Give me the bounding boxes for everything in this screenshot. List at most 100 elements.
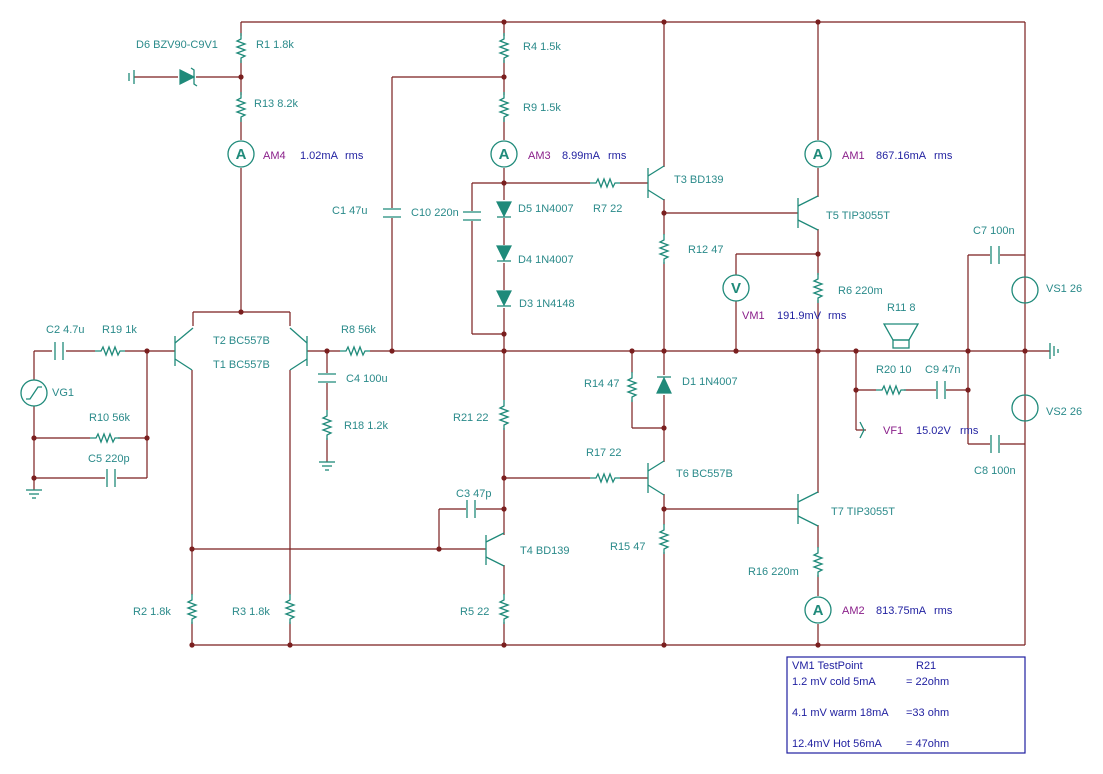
note-header-left: VM1 TestPoint (792, 660, 863, 672)
resistor-r4 (499, 32, 509, 64)
label-am3: AM3 (528, 150, 551, 162)
resistor-r3 (285, 593, 295, 625)
ground-symbol (1049, 343, 1059, 359)
resistor-r1 (236, 32, 246, 64)
signal-generator-vg1 (20, 379, 48, 407)
resistor-r14 (627, 371, 637, 403)
svg-text:A: A (236, 146, 247, 163)
resistor-r17 (589, 473, 621, 483)
label-vm1: VM1 (742, 310, 765, 322)
label-r16: R16 220m (748, 566, 799, 578)
label-vf1: VF1 (883, 425, 903, 437)
value-vf1: 15.02V (916, 425, 952, 437)
diode-d4 (496, 245, 512, 262)
unit-am3: rms (608, 150, 627, 162)
note-row-right: =33 ohm (906, 707, 949, 719)
transistors (174, 165, 819, 567)
capacitor-c8 (990, 435, 1000, 453)
ground-symbol (26, 489, 42, 499)
meters: A A A A V (227, 140, 832, 624)
label-t3: T3 BD139 (674, 174, 724, 186)
supply-vs2 (1011, 394, 1039, 422)
svg-text:A: A (813, 146, 824, 163)
transistor-t6 (647, 460, 665, 496)
resistor-r8 (339, 346, 371, 356)
resistor-r15 (659, 523, 669, 555)
component-labels: D6 BZV90-C9V1 R1 1.8k R13 8.2k AM4 1.02m… (46, 39, 1082, 618)
capacitor-c5 (106, 469, 116, 487)
label-t7: T7 TIP3055T (831, 506, 895, 518)
unit-am4: rms (345, 150, 364, 162)
ammeter-am1: A (804, 140, 832, 168)
label-r17: R17 22 (586, 447, 621, 459)
speaker-r11 (882, 323, 920, 349)
label-c10: C10 220n (411, 207, 459, 219)
capacitor-c10 (463, 211, 481, 221)
label-t1: T1 BC557B (213, 359, 270, 371)
label-vg1: VG1 (52, 387, 74, 399)
value-am1: 867.16mA (876, 150, 927, 162)
transistor-t1 (174, 327, 194, 371)
label-t6: T6 BC557B (676, 468, 733, 480)
resistor-r6 (813, 272, 823, 304)
junctions (31, 19, 1028, 648)
svg-text:V: V (731, 280, 741, 297)
note-table: VM1 TestPoint R21 1.2 mV cold 5mA = 22oh… (786, 656, 1026, 754)
label-c9: C9 47n (925, 364, 960, 376)
label-d6: D6 BZV90-C9V1 (136, 39, 218, 51)
resistor-r18 (322, 409, 332, 441)
resistor-r10 (89, 433, 121, 443)
label-r19: R19 1k (102, 324, 137, 336)
label-c3: C3 47p (456, 488, 491, 500)
label-r6: R6 220m (838, 285, 883, 297)
unit-vf1: rms (960, 425, 979, 437)
value-am2: 813.75mA (876, 605, 927, 617)
resistor-r12 (659, 233, 669, 265)
label-r13: R13 8.2k (254, 98, 299, 110)
label-r2: R2 1.8k (133, 606, 171, 618)
label-c7: C7 100n (973, 225, 1015, 237)
diode-d3 (496, 290, 512, 307)
label-r21: R21 22 (453, 412, 488, 424)
label-r18: R18 1.2k (344, 420, 389, 432)
note-row-left: 12.4mV Hot 56mA (792, 738, 883, 750)
diode-d1 (656, 376, 672, 394)
note-row-right: = 47ohm (906, 738, 949, 750)
value-am4: 1.02mA (300, 150, 339, 162)
note-header-right: R21 (916, 660, 936, 672)
label-r7: R7 22 (593, 203, 622, 215)
ammeter-am2: A (804, 596, 832, 624)
resistor-r16 (813, 546, 823, 578)
label-d3: D3 1N4148 (519, 298, 575, 310)
label-am2: AM2 (842, 605, 865, 617)
unit-am2: rms (934, 605, 953, 617)
unit-am1: rms (934, 150, 953, 162)
supply-vs1 (1011, 276, 1039, 304)
grounds (26, 70, 1059, 499)
label-d1: D1 1N4007 (682, 376, 738, 388)
resistor-r7 (589, 178, 621, 188)
resistor-r5 (499, 593, 509, 625)
value-am3: 8.99mA (562, 150, 601, 162)
capacitor-c7 (990, 246, 1000, 264)
label-r12: R12 47 (688, 244, 723, 256)
transistor-t5 (797, 195, 819, 231)
label-d5: D5 1N4007 (518, 203, 574, 215)
transistor-t3 (647, 165, 665, 201)
label-c5: C5 220p (88, 453, 130, 465)
diode-d5 (496, 201, 512, 218)
label-t4: T4 BD139 (520, 545, 570, 557)
label-r20: R20 10 (876, 364, 911, 376)
capacitor-c2 (54, 342, 64, 360)
resistor-r9 (499, 91, 509, 123)
label-c1: C1 47u (332, 205, 367, 217)
ground-symbol (128, 70, 135, 84)
svg-text:A: A (813, 602, 824, 619)
label-vs2: VS2 26 (1046, 406, 1082, 418)
label-vs1: VS1 26 (1046, 283, 1082, 295)
resistor-r13 (236, 91, 246, 123)
label-c8: C8 100n (974, 465, 1016, 477)
wires (33, 21, 1050, 646)
diodes (179, 67, 672, 394)
